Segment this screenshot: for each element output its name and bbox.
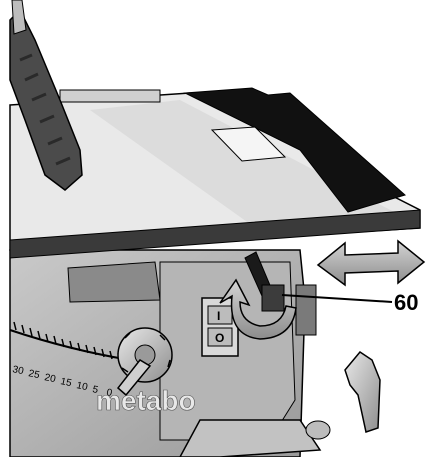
side-handle bbox=[344, 351, 381, 433]
double-arrow bbox=[316, 239, 426, 287]
bevel-tick-25: 25 bbox=[27, 368, 41, 381]
bevel-tick-15: 15 bbox=[59, 376, 73, 389]
table-shading bbox=[90, 100, 400, 224]
brand-logo: metabo bbox=[96, 385, 196, 416]
bevel-tick-20: 20 bbox=[43, 372, 57, 385]
bevel-scale-arc bbox=[9, 329, 131, 361]
switch-off-button bbox=[207, 327, 233, 347]
blade-guard-ribs bbox=[19, 53, 71, 166]
bevel-tick-30: 30 bbox=[11, 364, 25, 377]
fence-side-bracket bbox=[295, 284, 317, 336]
handwheel-scallops bbox=[121, 332, 171, 373]
table-insert-slot bbox=[210, 126, 287, 162]
bevel-scale-teeth bbox=[13, 321, 121, 362]
fence-clamp-block bbox=[261, 284, 285, 312]
blade-guard bbox=[9, 8, 83, 191]
bevel-tick-10: 10 bbox=[75, 380, 89, 393]
switch-off-label: O bbox=[215, 331, 224, 345]
table-extension-black bbox=[183, 87, 407, 213]
guard-bracket bbox=[11, 0, 27, 35]
bevel-tick-0: 0 bbox=[105, 387, 113, 399]
bevel-tick-5: 5 bbox=[91, 384, 99, 396]
handwheel-crank bbox=[116, 359, 152, 397]
rear-rail bbox=[59, 89, 161, 103]
table-edge bbox=[9, 209, 421, 259]
rotate-arrow bbox=[219, 278, 297, 340]
base-leg bbox=[179, 419, 322, 457]
switch-on-label: I bbox=[217, 309, 220, 323]
housing-recess bbox=[67, 261, 161, 303]
adjust-knob bbox=[305, 420, 331, 440]
callout-leader-line bbox=[281, 294, 393, 303]
callout-number: 60 bbox=[394, 290, 419, 315]
